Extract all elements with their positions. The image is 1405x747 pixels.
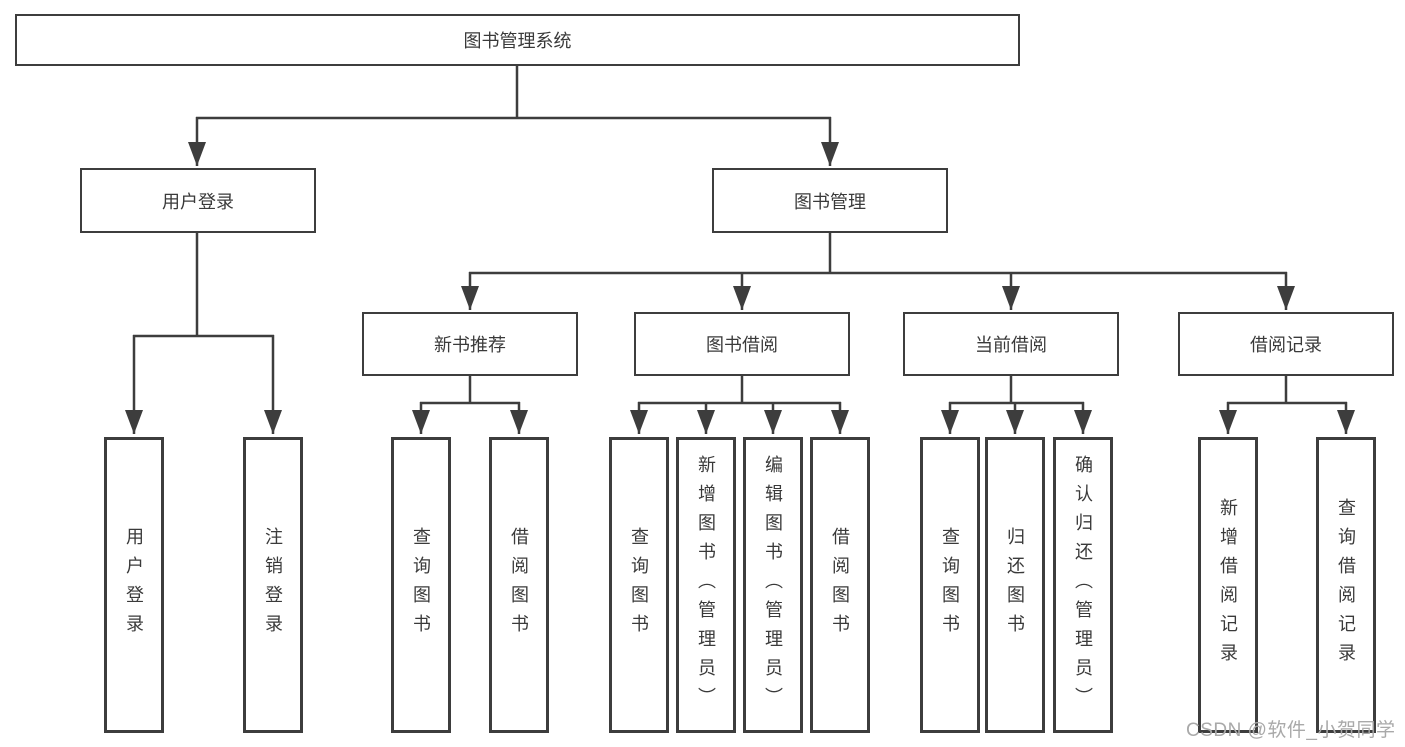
- node-add-borrow-record: 新增借阅记录: [1198, 437, 1258, 733]
- node-borrow-books-borrowing: 借阅图书: [810, 437, 870, 733]
- node-add-books-admin: 新增图书（管理员）: [676, 437, 736, 733]
- node-user-login: 用户登录: [80, 168, 316, 233]
- node-label: 编辑图书（管理员）: [763, 454, 783, 716]
- node-label: 查询图书: [629, 527, 649, 643]
- node-book-borrowing: 图书借阅: [634, 312, 850, 376]
- node-label: 归还图书: [1005, 527, 1025, 643]
- node-label: 查询图书: [411, 527, 431, 643]
- node-label: 新书推荐: [434, 335, 506, 355]
- node-label: 新增借阅记录: [1218, 498, 1238, 672]
- node-label: 图书借阅: [706, 335, 778, 355]
- node-query-books-recommend: 查询图书: [391, 437, 451, 733]
- node-borrow-books-recommend: 借阅图书: [489, 437, 549, 733]
- node-label: 注销登录: [263, 527, 283, 643]
- node-current-borrowing: 当前借阅: [903, 312, 1119, 376]
- node-edit-books-admin: 编辑图书（管理员）: [743, 437, 803, 733]
- node-book-management: 图书管理: [712, 168, 948, 233]
- node-query-books-current: 查询图书: [920, 437, 980, 733]
- node-query-books-borrowing: 查询图书: [609, 437, 669, 733]
- node-label: 确认归还（管理员）: [1073, 454, 1093, 716]
- node-label: 借阅图书: [509, 527, 529, 643]
- node-borrowing-records: 借阅记录: [1178, 312, 1394, 376]
- node-label: 查询图书: [940, 527, 960, 643]
- node-label: 用户登录: [162, 191, 234, 212]
- node-label: 新增图书（管理员）: [696, 454, 716, 716]
- node-label: 借阅图书: [830, 527, 850, 643]
- node-logout: 注销登录: [243, 437, 303, 733]
- node-label: 图书管理系统: [463, 31, 572, 51]
- node-label: 查询借阅记录: [1336, 498, 1356, 672]
- node-label: 当前借阅: [975, 335, 1047, 355]
- node-user-login-leaf: 用户登录: [104, 437, 164, 733]
- csdn-watermark: CSDN @软件_小贺同学: [1186, 720, 1396, 741]
- node-return-books: 归还图书: [985, 437, 1045, 733]
- node-label: 借阅记录: [1250, 335, 1322, 355]
- node-new-book-recommendation: 新书推荐: [362, 312, 578, 376]
- node-query-borrow-record: 查询借阅记录: [1316, 437, 1376, 733]
- node-label: 图书管理: [794, 191, 866, 212]
- node-library-management-system: 图书管理系统: [15, 14, 1020, 66]
- node-label: 用户登录: [124, 527, 144, 643]
- node-confirm-return-admin: 确认归还（管理员）: [1053, 437, 1113, 733]
